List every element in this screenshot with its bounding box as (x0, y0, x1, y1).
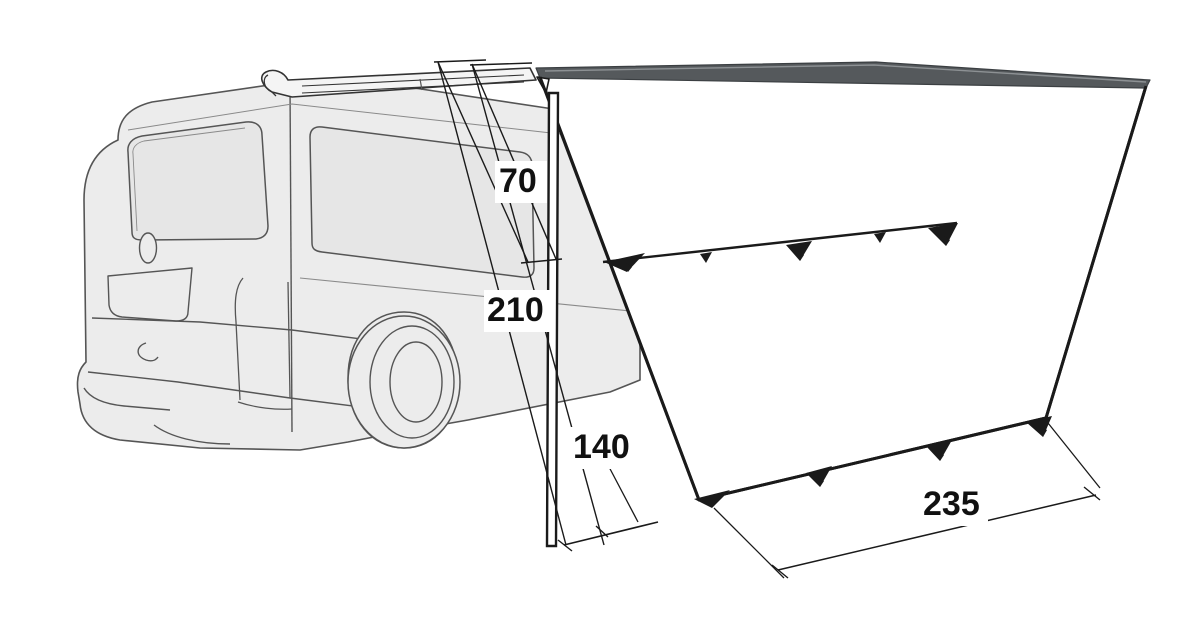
van-bumper-lower-seam (87, 371, 401, 413)
canopy-ground-tab (1026, 416, 1052, 437)
canopy-ground-tab (938, 451, 944, 461)
van-rear-window (127, 121, 269, 241)
canopy-left-edge (538, 76, 701, 501)
canopy-ground-tab (926, 440, 952, 461)
dim-140-leader (607, 464, 639, 523)
canopy-roller-tube-highlight (544, 64, 1147, 83)
van-roof-rail (260, 67, 537, 98)
dim-235-line (777, 494, 1097, 571)
van-door-pillar (234, 277, 244, 401)
dim-70-end-tick (520, 258, 563, 264)
dim-235-halo (920, 484, 988, 526)
dim-210-halo (484, 290, 550, 332)
van-roof-rail-inner-2 (301, 81, 525, 94)
dim-235-ext-right (1047, 422, 1101, 489)
canopy-ground-edge (698, 416, 1047, 502)
canopy-seam-tab (874, 232, 886, 243)
canopy-seam-tab (700, 252, 712, 263)
dim-235-tick-right (1083, 486, 1101, 501)
dim-235-tick-left (771, 564, 789, 579)
dim-235-ext-left (713, 507, 785, 579)
dim-140-line (563, 521, 659, 546)
canopy-ground-tab (1040, 427, 1047, 437)
canopy-seam-tab (786, 241, 812, 261)
canopy-mid-seam (602, 221, 958, 264)
van-side-crease (299, 277, 641, 313)
van-rear-step (153, 424, 231, 445)
dim-140-tick-right (595, 525, 609, 538)
canopy-seam-tab (798, 251, 804, 261)
dim-70-label: 70 (499, 162, 537, 200)
canopy-group (535, 61, 1151, 548)
van-rear-door-split (289, 83, 293, 433)
dim-ext-tick-top-b (469, 62, 533, 66)
canopy-seam-tab (604, 253, 645, 272)
van-bumper-wrap (83, 387, 171, 411)
dim-140-halo (570, 427, 636, 469)
van-sill-line (237, 401, 293, 410)
van-tail-light (107, 267, 193, 322)
dim-70-leader (437, 61, 529, 263)
dim-140-label: 140 (573, 428, 630, 466)
dim-235-label: 235 (923, 485, 980, 523)
van-rear-window-inner (132, 127, 246, 232)
canopy-ground-tab (694, 490, 730, 508)
canopy-support-pole (545, 91, 560, 548)
van-door-pillar-2 (287, 281, 291, 399)
dim-210-label: 210 (487, 291, 544, 329)
dim-70-halo (495, 161, 547, 203)
canopy-right-edge (1044, 85, 1148, 419)
van-bumper-recess (137, 342, 159, 362)
van-roof-rail-hook (263, 74, 277, 97)
van-wheel-rim (389, 341, 443, 423)
canopy-ground-tab (806, 466, 832, 487)
dim-140-tick-left (557, 539, 573, 552)
dimension-labels: 70 210 140 235 (484, 161, 988, 526)
canopy-seam-tab (626, 263, 632, 272)
dim-ext-tick-top-a (433, 59, 487, 63)
canopy-seam-tab (928, 223, 958, 246)
canopy-seam-tab (944, 236, 950, 246)
van-roof-rail-mount (419, 78, 423, 91)
canopy-ground-tab (818, 477, 824, 487)
van-door-handle (138, 232, 158, 264)
van-bumper-upper-seam (91, 317, 401, 345)
van-roof-rail-inner (301, 74, 525, 87)
